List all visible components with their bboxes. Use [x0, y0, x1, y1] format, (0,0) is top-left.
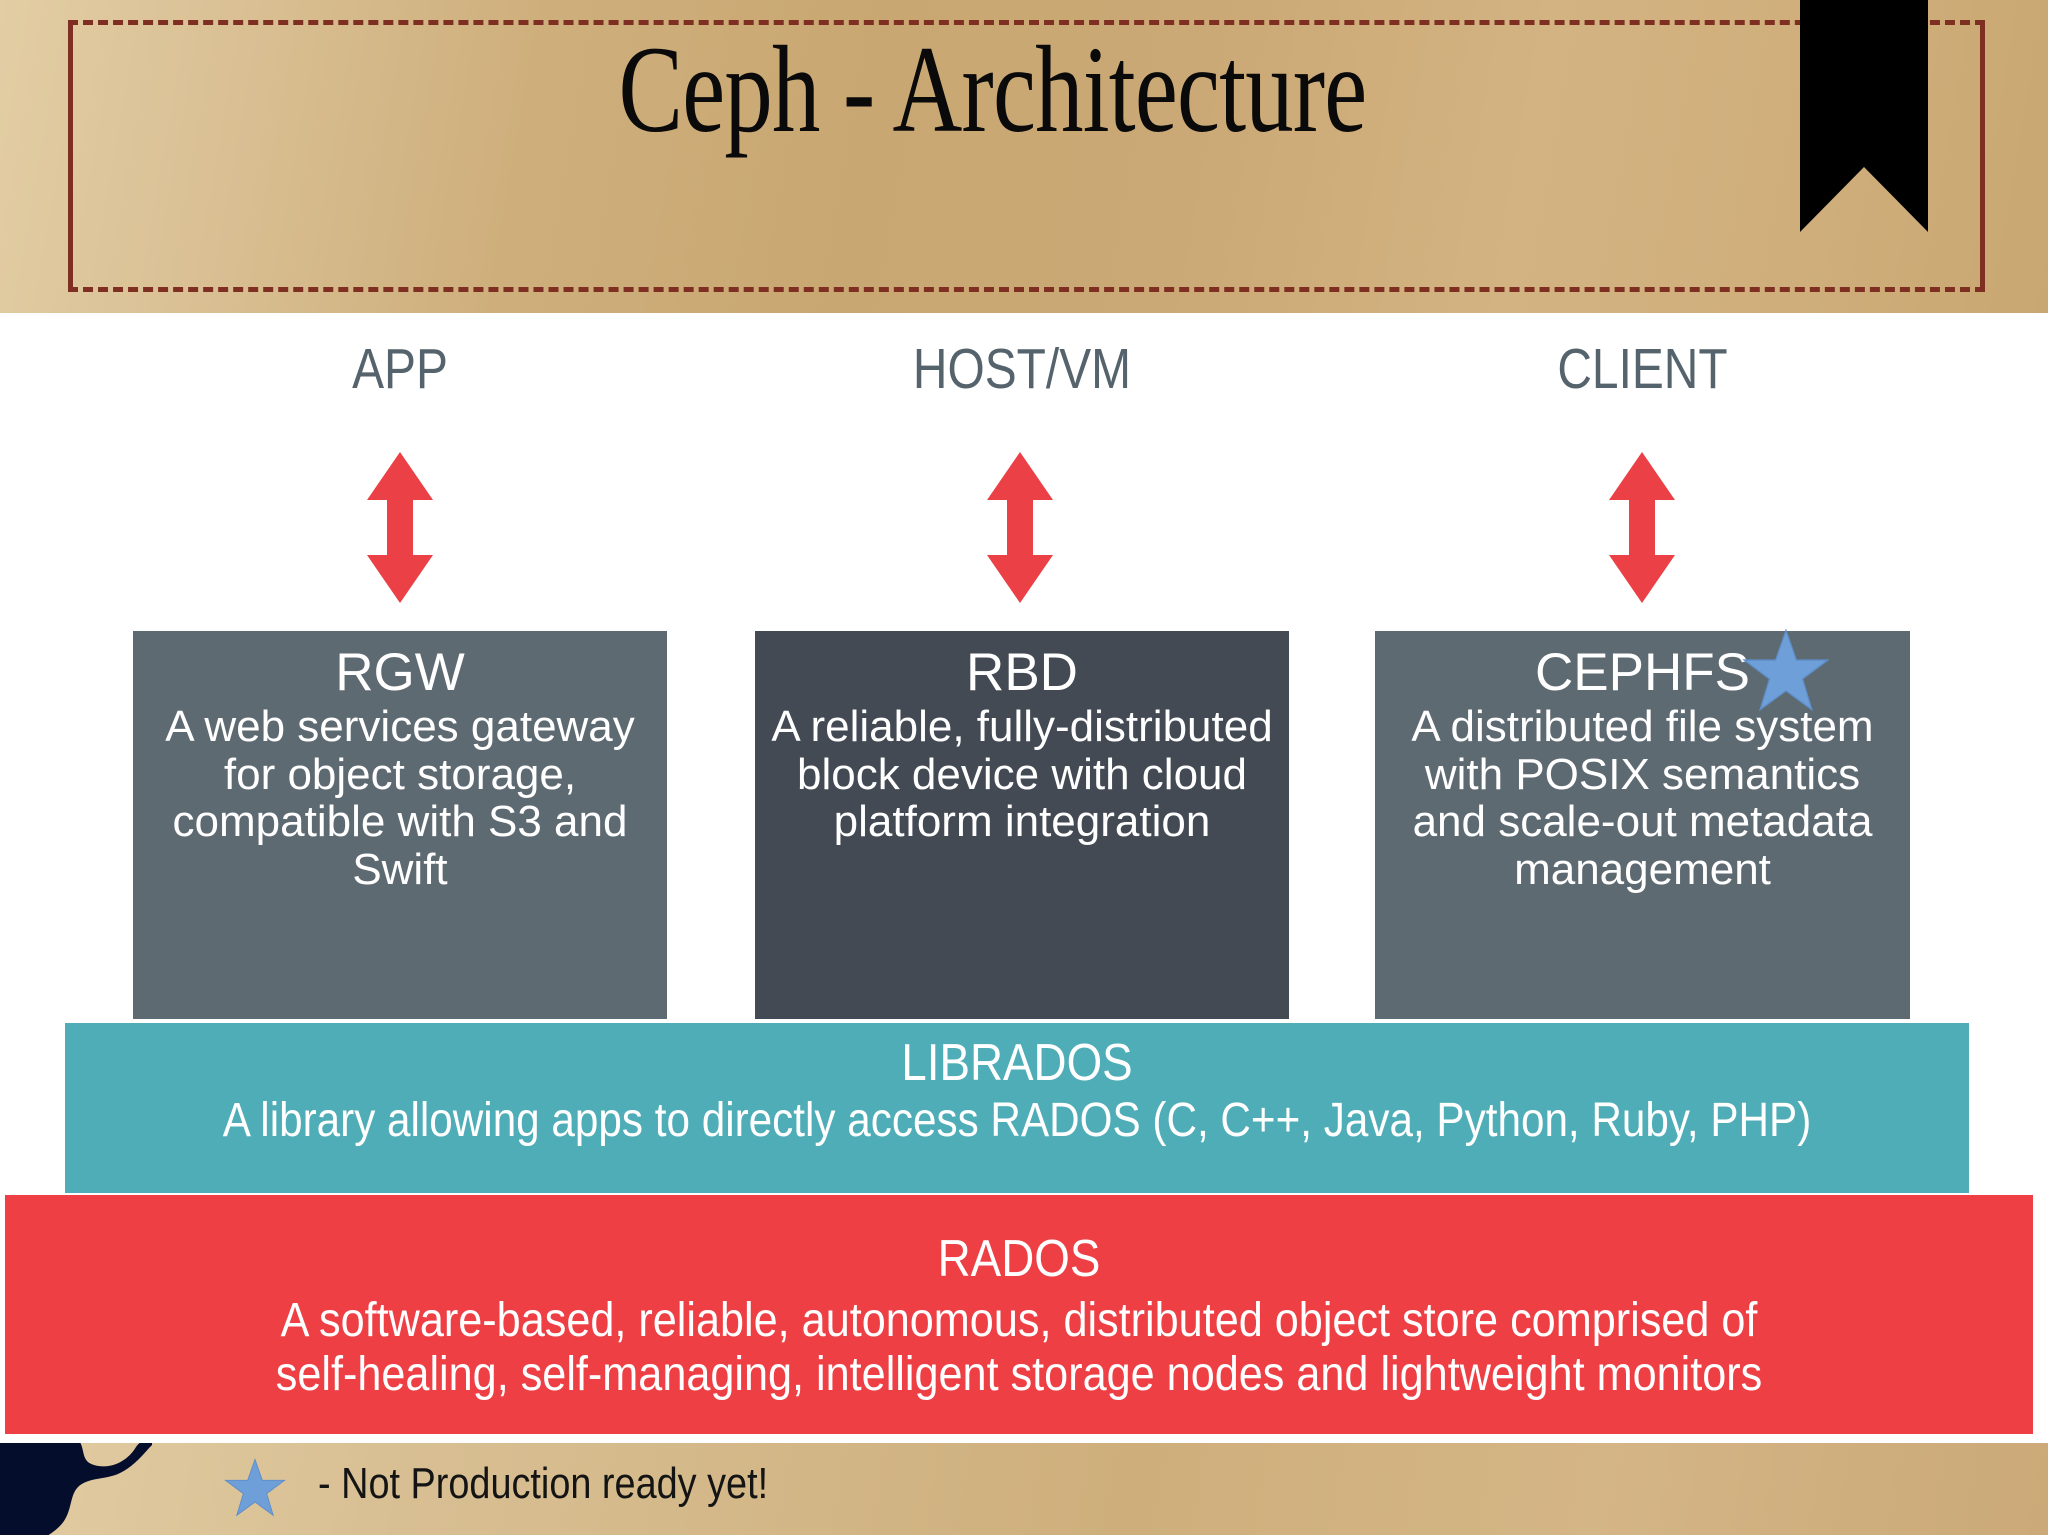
service-description-cephfs: A distributed file system with POSIX sem…: [1411, 702, 1874, 894]
service-box-rbd: RBD A reliable, fully-distributed block …: [755, 631, 1289, 1019]
page-title: Ceph - Architecture: [618, 21, 1368, 158]
bookmark-ribbon-icon: [1800, 0, 1928, 232]
librados-band: LIBRADOS A library allowing apps to dire…: [65, 1023, 1969, 1193]
slide-header: Ceph - Architecture: [0, 0, 2048, 313]
double-arrow-hostvm-icon: [985, 450, 1055, 605]
rados-description: A software-based, reliable, autonomous, …: [106, 1294, 1931, 1402]
rados-description-line-2: self-healing, self-managing, intelligent…: [275, 1347, 1763, 1401]
column-label-hostvm: HOST/VM: [912, 337, 1132, 401]
service-title-cephfs: CEPHFS: [1535, 643, 1750, 702]
service-description-rbd: A reliable, fully-distributed block devi…: [771, 702, 1273, 847]
service-box-rgw: RGW A web services gateway for object st…: [133, 631, 667, 1019]
star-icon-footer: [224, 1458, 286, 1517]
double-arrow-app-icon: [365, 450, 435, 605]
double-arrow-client-icon: [1607, 450, 1677, 605]
librados-title: LIBRADOS: [901, 1034, 1133, 1092]
column-label-app: APP: [352, 337, 448, 401]
footer-note: - Not Production ready yet!: [318, 1459, 769, 1508]
star-icon-cephfs: [1742, 628, 1830, 712]
rados-title: RADOS: [937, 1230, 1101, 1288]
slide-footer: [0, 1443, 2048, 1535]
service-title-rbd: RBD: [966, 643, 1078, 702]
service-box-cephfs: CEPHFS A distributed file system with PO…: [1375, 631, 1910, 1019]
service-title-rgw: RGW: [335, 643, 465, 702]
rados-description-line-1: A software-based, reliable, autonomous, …: [280, 1294, 1758, 1348]
column-label-client: CLIENT: [1557, 337, 1728, 401]
rados-band: RADOS A software-based, reliable, autono…: [5, 1195, 2033, 1434]
librados-description: A library allowing apps to directly acce…: [222, 1094, 1812, 1148]
service-description-rgw: A web services gateway for object storag…: [165, 702, 635, 894]
footer-decoration-blob: [0, 1443, 152, 1535]
